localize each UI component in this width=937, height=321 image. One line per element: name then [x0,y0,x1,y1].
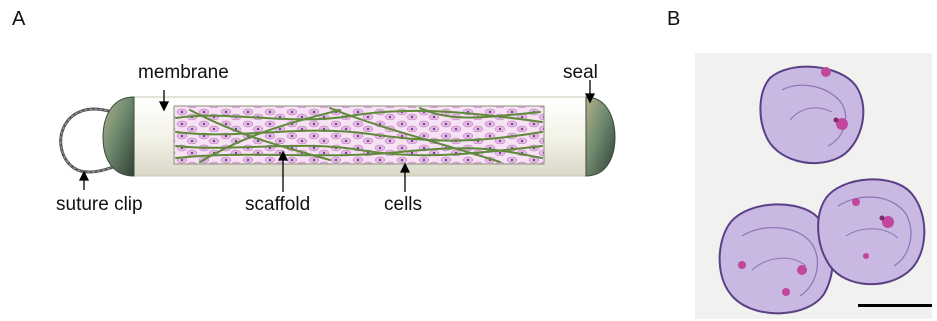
label-membrane: membrane [138,62,229,84]
micrograph-panel [695,53,932,319]
capsule-section-bottom-right [818,179,924,284]
left-seal-cap [103,97,134,176]
label-seal: seal [563,62,598,84]
label-cells: cells [384,194,422,216]
capsule-section-bottom-left [720,204,833,313]
capsule [103,97,615,176]
label-scaffold: scaffold [245,194,310,216]
right-seal-cap [586,97,615,176]
label-suture-clip: suture clip [56,194,143,216]
scale-bar [858,304,932,307]
capsule-section-top [760,67,863,163]
